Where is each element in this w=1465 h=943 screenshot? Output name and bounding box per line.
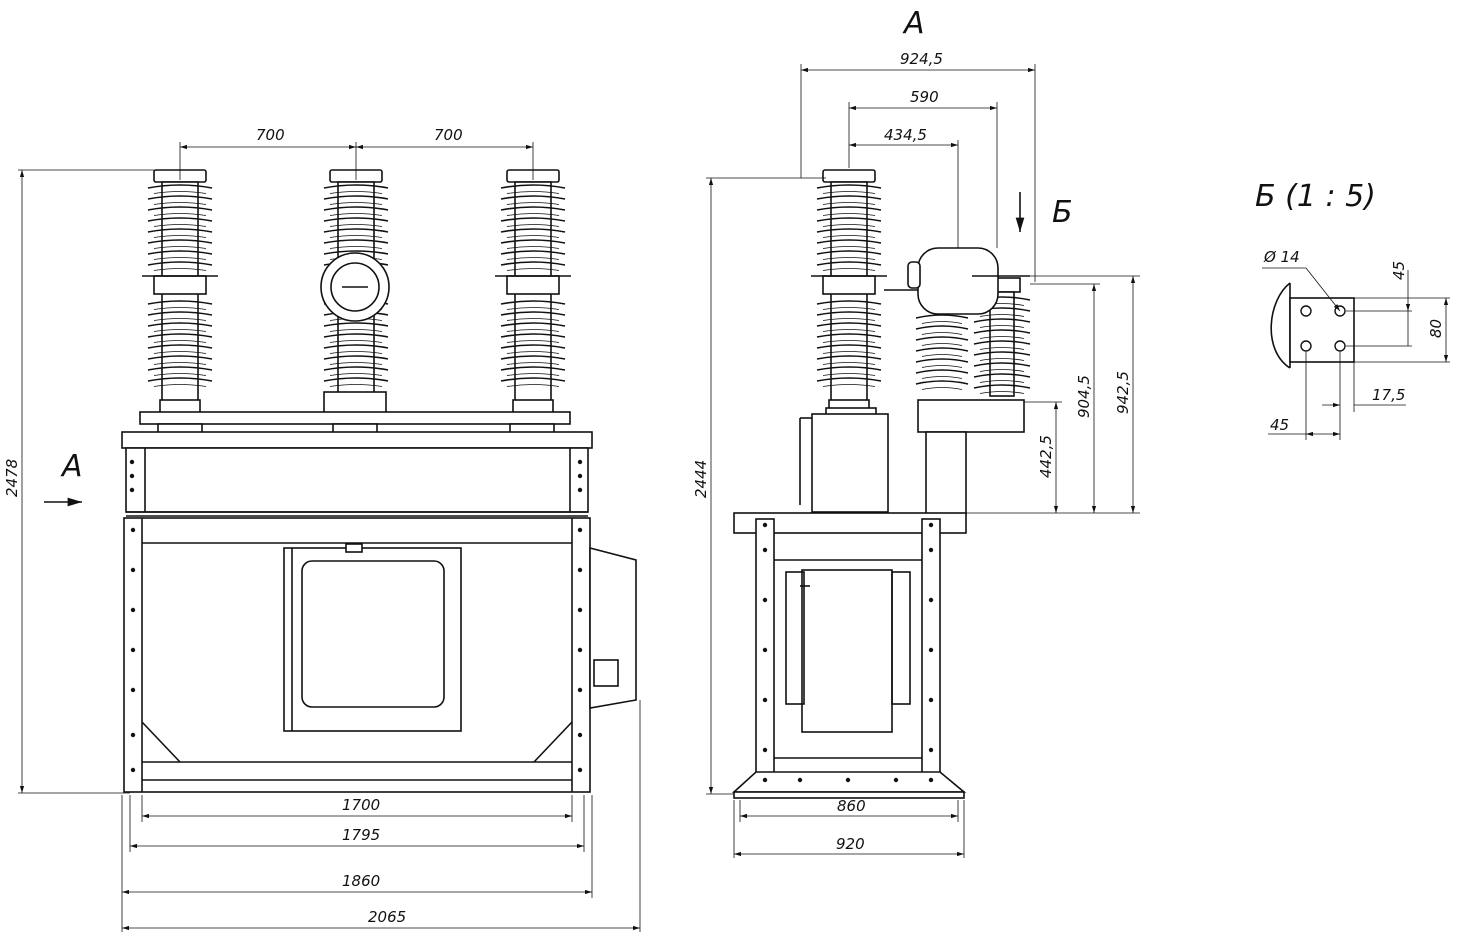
dim-v80: 80 [1427,319,1445,338]
side-terminal-box [589,546,637,709]
ct-support-post [925,431,967,515]
dim-924: 924,5 [900,50,943,68]
dim-h45: 45 [1270,416,1289,434]
dim-2065: 2065 [368,908,406,926]
dim-pitch-left: 700 [256,126,285,144]
detail-view: Б (1 : 5) Ø 14 [1255,179,1450,440]
detail-dimensions [1262,267,1450,440]
dim-1700: 1700 [342,796,380,814]
terminal-plate [1270,282,1355,369]
ct-lower-insulator [915,314,969,390]
dim-860: 860 [837,797,866,815]
dim-height-2478: 2478 [3,459,21,497]
front-view: А 700 700 2478 1700 1 [3,126,641,932]
ct-support-plate [917,399,1025,433]
side-view-title: А [902,6,925,41]
ct-insulator [973,277,1031,397]
dim-434: 434,5 [884,126,927,144]
side-insulators [811,169,1031,415]
insulator-right [495,169,571,415]
dim-590: 590 [910,88,939,106]
section-marker-b: Б [1052,195,1073,230]
insulator-pole [811,169,887,415]
dim-1795: 1795 [342,826,380,844]
front-insulators [142,169,571,415]
dim-pitch-right: 700 [434,126,463,144]
side-view: А [692,6,1140,858]
dim-v45: 45 [1390,261,1408,280]
dim-2444: 2444 [692,460,710,498]
view-marker-a: А [60,449,83,484]
top-plate [121,431,593,449]
side-mechanism [785,569,911,733]
current-transformer-ring [320,252,390,322]
cabinet-door [283,543,462,732]
dim-hole-diameter: Ø 14 [1263,248,1300,266]
dim-920: 920 [836,835,865,853]
detail-title: Б (1 : 5) [1255,179,1376,214]
dim-904: 904,5 [1075,375,1093,418]
side-frame [731,512,967,799]
insulator-left [142,169,218,415]
insulator-crossbar [139,411,571,425]
dim-442: 442,5 [1037,435,1055,478]
mechanism-box [811,413,889,513]
mechanism-housing [125,447,589,513]
front-dimensions [18,142,641,932]
dim-h17: 17,5 [1372,386,1405,404]
dim-1860: 1860 [342,872,380,890]
dim-942: 942,5 [1114,371,1132,414]
side-dimensions [706,64,1140,858]
